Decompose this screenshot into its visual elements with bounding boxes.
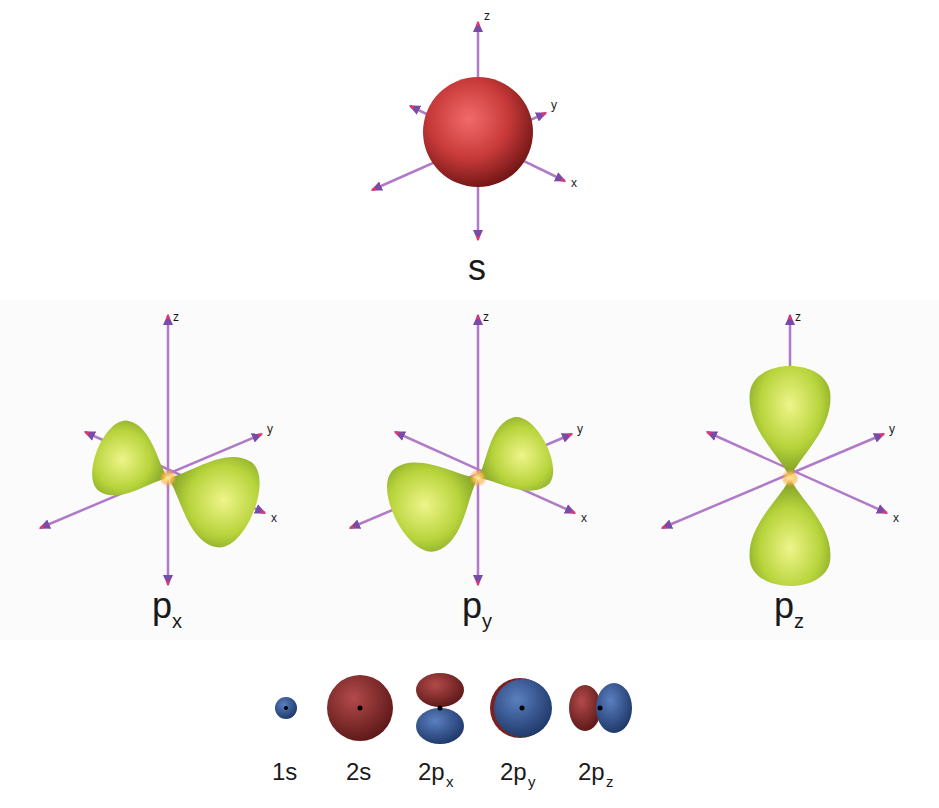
axis-label: x <box>571 177 577 189</box>
subscript-label: z <box>606 774 614 789</box>
orbital-label: 2p <box>418 760 445 784</box>
axis-label: x <box>893 512 899 524</box>
orbital-label: 2p <box>500 760 527 784</box>
subscript-label: y <box>528 774 536 789</box>
orbital-label: 2s <box>346 760 371 784</box>
axis-label: y <box>577 423 583 435</box>
axis-label: z <box>484 10 490 22</box>
axis-label: z <box>795 311 801 323</box>
axis-label: x <box>581 512 587 524</box>
subscript-label: z <box>794 611 804 631</box>
axis-label: x <box>271 512 277 524</box>
orbital-label: s <box>468 250 486 286</box>
subscript-label: y <box>482 611 492 631</box>
subscript-label: x <box>446 774 454 789</box>
axis-label: y <box>267 423 273 435</box>
px-orbital <box>40 315 271 585</box>
s-orbital <box>372 22 565 240</box>
background-band <box>0 300 939 640</box>
orbital-row <box>275 673 632 744</box>
orbital-label: p <box>462 588 482 624</box>
orbital-label: p <box>774 588 794 624</box>
orbital-label: 2p <box>578 760 605 784</box>
orbital-label: 1s <box>272 760 297 784</box>
subscript-label: x <box>172 611 182 631</box>
py-orbital <box>350 315 575 585</box>
axis-label: y <box>889 423 895 435</box>
orbital-label: p <box>152 588 172 624</box>
axis-label: z <box>173 311 179 323</box>
axis-label: y <box>551 99 557 111</box>
pz-orbital <box>662 315 887 586</box>
axis-label: z <box>483 311 489 323</box>
